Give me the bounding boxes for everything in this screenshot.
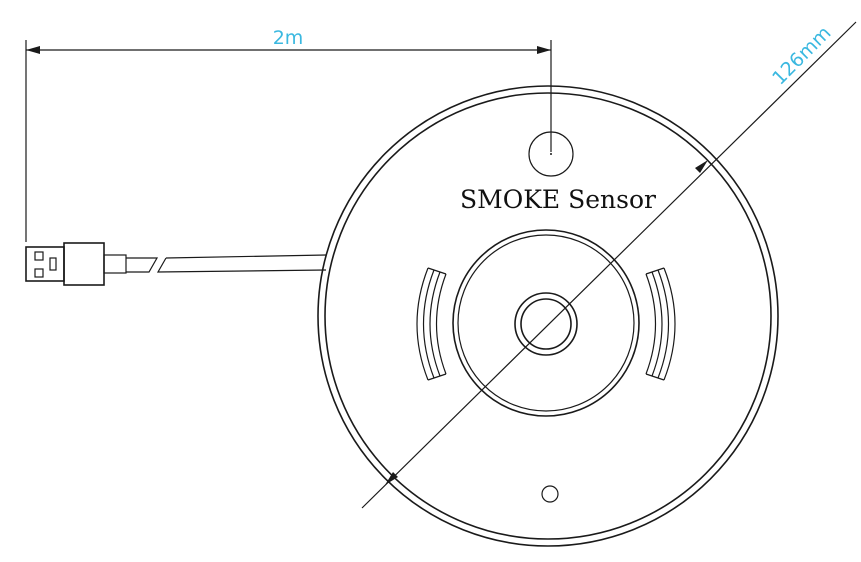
sensor-chamber-ring-inner (457, 234, 635, 412)
cable-dimension-arrow-left (26, 46, 40, 54)
reset-button-hole (541, 485, 559, 503)
diameter-label: 126mm (768, 22, 835, 89)
sensor-chamber-ring (452, 229, 640, 417)
smoke-sensor-body: SMOKE Sensor (317, 85, 779, 547)
sensor-outer-ring (317, 85, 779, 547)
cable-dimension-arrow-right (537, 46, 551, 54)
usb-plug (25, 242, 327, 286)
diameter-arrow-top (695, 160, 708, 173)
right-vent-slots (645, 267, 676, 381)
usb-plug-body (63, 242, 105, 286)
cable-segment-far-top (165, 254, 327, 259)
diameter-arrow-bottom (385, 472, 398, 485)
sensor-core-inner (520, 298, 572, 350)
usb-strain-relief (103, 254, 127, 274)
usb-contact-mid (49, 257, 57, 271)
usb-contact-bottom (34, 268, 44, 278)
status-indicator-center (550, 153, 552, 155)
cable-segment-far-bottom (156, 257, 327, 273)
device-label: SMOKE Sensor (460, 185, 656, 214)
diameter-dimension-line (361, 21, 857, 509)
status-indicator-led (528, 131, 574, 177)
usb-connector-shell (25, 246, 65, 282)
cable-length-label: 2m (273, 27, 304, 49)
sensor-core-outer (514, 292, 578, 356)
sensor-outer-ring-inner-edge (324, 92, 772, 540)
left-vent-slots (416, 267, 447, 381)
cable-length-dimension: 2m (25, 27, 552, 242)
cable-segment-near (126, 257, 159, 273)
usb-contact-top (34, 251, 44, 261)
